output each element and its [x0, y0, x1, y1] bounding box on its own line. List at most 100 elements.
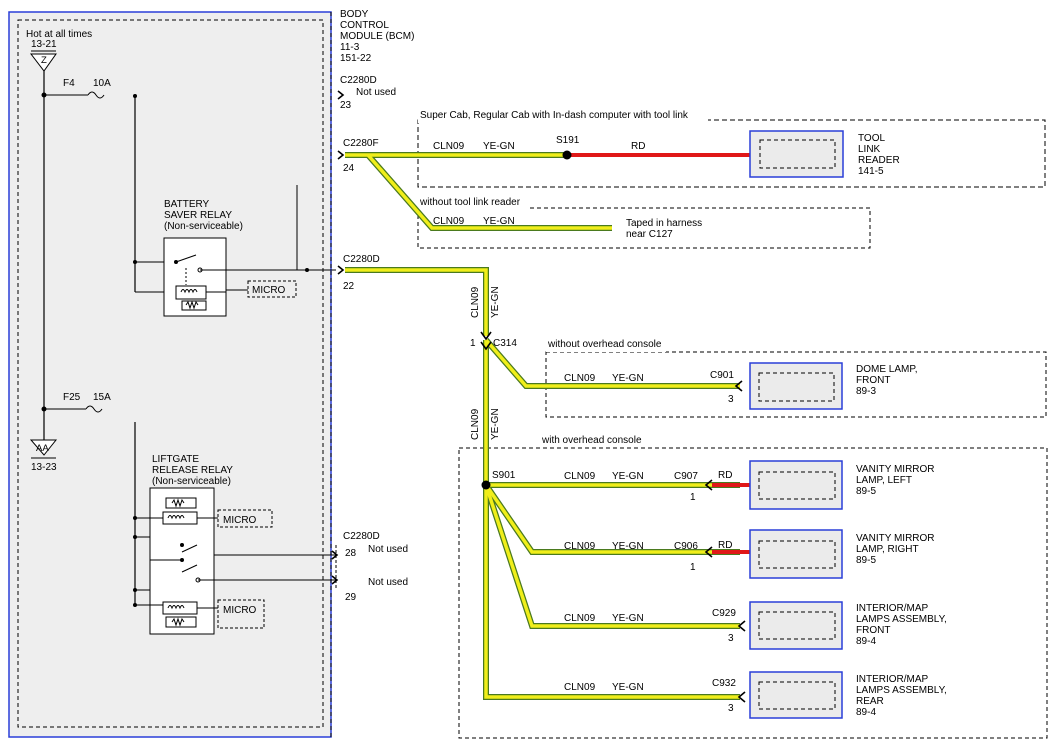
fuse-f4-rating: 10A: [93, 78, 111, 89]
tool-link-reader-box: [749, 130, 844, 178]
interior-front-box: [749, 601, 843, 650]
wire-color-label: YE-GN: [612, 541, 644, 552]
svg-text:REAR: REAR: [856, 696, 884, 707]
junction-dot: [133, 94, 137, 98]
svg-text:11-3: 11-3: [340, 42, 360, 53]
wire-circuit-label: CLN09: [564, 541, 596, 552]
micro-box: [217, 599, 265, 629]
wire-color-label: YE-GN: [483, 141, 515, 152]
svg-text:89-5: 89-5: [856, 486, 876, 497]
svg-text:FRONT: FRONT: [856, 375, 890, 386]
group-with-overhead: with overhead console: [458, 434, 1048, 739]
connector-arrow-icon: [737, 691, 746, 703]
wire-red: [567, 153, 750, 554]
junction-dot: [133, 535, 137, 539]
connector-pin: 28: [345, 548, 357, 559]
connector-pin: 3: [728, 633, 734, 644]
wire-color-label: YE-GN: [483, 216, 515, 227]
wire-color-label: YE-GN: [612, 682, 644, 693]
vanity-left-box: [749, 460, 843, 510]
group-without-tool-link: without tool link reader: [417, 196, 871, 249]
interior-front-label: INTERIOR/MAP LAMPS ASSEMBLY, FRONT 89-4: [856, 603, 947, 647]
tool-link-reader-label: TOOL LINK READER 141-5: [858, 133, 900, 177]
svg-text:141-5: 141-5: [858, 166, 884, 177]
connector-pin: 22: [343, 281, 355, 292]
svg-text:INTERIOR/MAP: INTERIOR/MAP: [856, 603, 929, 614]
wire-circuit-label: CLN09: [470, 286, 481, 318]
wire-circuit-label: CLN09: [564, 373, 596, 384]
svg-text:LAMP, RIGHT: LAMP, RIGHT: [856, 544, 919, 555]
junction-dot: [305, 268, 309, 272]
svg-text:Super Cab, Regular Cab with In: Super Cab, Regular Cab with In-dash comp…: [420, 110, 689, 121]
micro-label: MICRO: [223, 515, 257, 526]
connector-arrow-icon: [704, 479, 713, 491]
connector-pin: 1: [470, 338, 476, 349]
connector-c932: C932: [712, 678, 736, 689]
svg-text:RELEASE RELAY: RELEASE RELAY: [152, 465, 233, 476]
junction-dot: [133, 603, 137, 607]
svg-text:89-4: 89-4: [856, 707, 876, 718]
interior-rear-label: INTERIOR/MAP LAMPS ASSEMBLY, REAR 89-4: [856, 674, 947, 718]
interior-rear-box: [749, 671, 843, 719]
hot-triangle-icon: Z: [29, 50, 57, 72]
fuse-f4-icon: [44, 91, 105, 99]
svg-text:CONTROL: CONTROL: [340, 20, 389, 31]
battery-saver-relay: [163, 237, 227, 317]
fuse-f4-label: F4: [63, 78, 75, 89]
wire-circuit-label: CLN09: [564, 682, 596, 693]
svg-text:without tool link reader: without tool link reader: [419, 197, 521, 208]
connector-arrow-icon: [734, 380, 743, 392]
liftgate-relay-label: LIFTGATE RELEASE RELAY (Non-serviceable): [152, 454, 233, 487]
wire-cln09-harness: [345, 152, 740, 700]
svg-text:BATTERY: BATTERY: [164, 199, 210, 210]
svg-text:LIFTGATE: LIFTGATE: [152, 454, 199, 465]
svg-text:DOME LAMP,: DOME LAMP,: [856, 364, 918, 375]
svg-text:151-22: 151-22: [340, 53, 372, 64]
wire-circuit-label: CLN09: [433, 216, 465, 227]
svg-text:89-4: 89-4: [856, 636, 876, 647]
wire-circuit-label: CLN09: [433, 141, 465, 152]
svg-text:INTERIOR/MAP: INTERIOR/MAP: [856, 674, 929, 685]
wire-color-label: YE-GN: [490, 408, 501, 440]
not-used-label: Not used: [368, 577, 408, 588]
hot-label: Hot at all times: [26, 29, 92, 40]
connector-pin: 23: [340, 100, 352, 111]
connector-c2280d-mid: C2280D: [343, 254, 380, 265]
splice-s191-label: S191: [556, 135, 580, 146]
svg-text:BODY: BODY: [340, 9, 369, 20]
wire-red-label: RD: [718, 470, 732, 481]
connector-c929: C929: [712, 608, 736, 619]
dome-lamp-box: [749, 362, 843, 410]
svg-text:with overhead console: with overhead console: [541, 435, 642, 446]
svg-text:Z: Z: [41, 55, 47, 66]
connector-arrow-icon: [737, 620, 746, 632]
svg-text:MODULE (BCM): MODULE (BCM): [340, 31, 414, 42]
not-used-label: Not used: [368, 544, 408, 555]
vanity-right-label: VANITY MIRROR LAMP, RIGHT 89-5: [856, 533, 935, 566]
svg-text:AA: AA: [36, 443, 49, 454]
connector-c906: C906: [674, 541, 698, 552]
svg-text:FRONT: FRONT: [856, 625, 890, 636]
connector-arrow-icon: [337, 90, 344, 100]
vanity-left-label: VANITY MIRROR LAMP, LEFT 89-5: [856, 464, 935, 497]
wire-circuit-label: CLN09: [470, 408, 481, 440]
connector-pin: 24: [343, 163, 355, 174]
connector-c2280d-bot: C2280D: [343, 531, 380, 542]
wire-red-label: RD: [718, 540, 732, 551]
svg-text:TOOL: TOOL: [858, 133, 885, 144]
connector-c314-icon: [480, 331, 492, 351]
wire-color-label: YE-GN: [612, 373, 644, 384]
connector-pin: 29: [345, 592, 357, 603]
connector-arrow-icon: [337, 265, 344, 275]
svg-text:(Non-serviceable): (Non-serviceable): [164, 221, 243, 232]
svg-text:without overhead console: without overhead console: [547, 339, 662, 350]
connector-c2280f: C2280F: [343, 138, 379, 149]
connector-pin: 3: [728, 703, 734, 714]
wire-color-label: YE-GN: [612, 471, 644, 482]
svg-text:89-5: 89-5: [856, 555, 876, 566]
wire-circuit-label: CLN09: [564, 613, 596, 624]
splice-s191: [562, 150, 572, 160]
battery-saver-relay-label: BATTERY SAVER RELAY (Non-serviceable): [164, 199, 243, 232]
connector-c907: C907: [674, 471, 698, 482]
wire-circuit-label: CLN09: [564, 471, 596, 482]
